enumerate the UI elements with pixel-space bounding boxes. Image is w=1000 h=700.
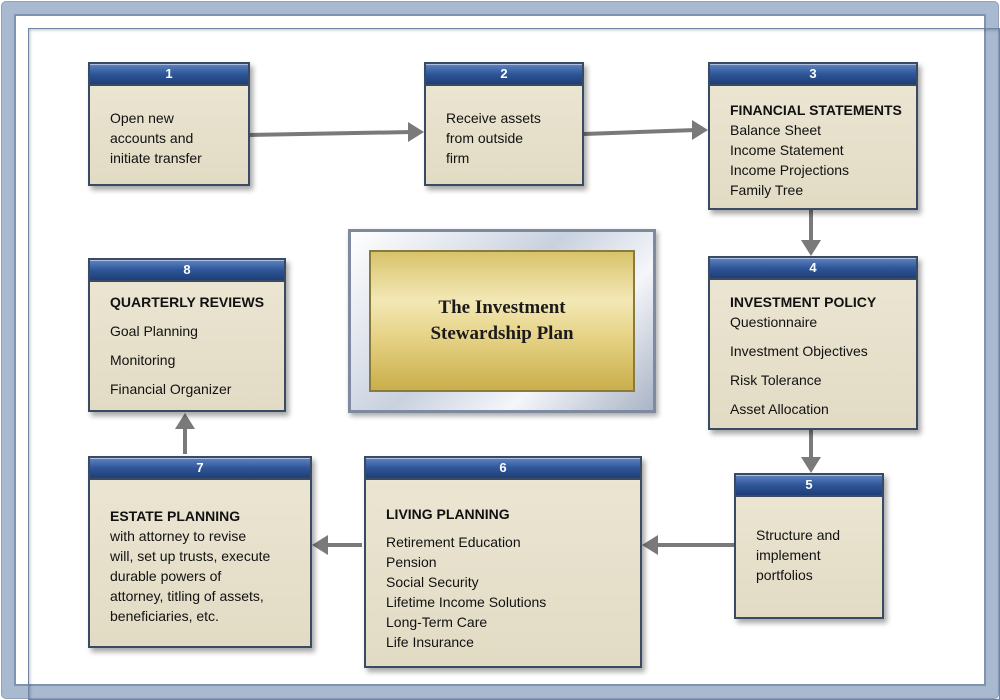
step-3-line: Income Statement	[730, 142, 844, 158]
step-4-title: INVESTMENT POLICY	[730, 294, 877, 310]
step-3-line: Income Projections	[730, 162, 850, 178]
step-4-line: Investment Objectives	[730, 343, 868, 359]
plaque-title-line-2: Stewardship Plan	[430, 323, 574, 344]
center-plaque-frame: The Investment Stewardship Plan	[348, 229, 656, 413]
step-2-box: 2 Receive assets from outside firm	[424, 62, 584, 186]
arrowhead-3-to-4	[801, 240, 821, 256]
step-3-number: 3	[710, 64, 916, 86]
step-8-box: 8 QUARTERLY REVIEWS Goal Planning Monito…	[88, 258, 286, 412]
step-8-line: Financial Organizer	[110, 381, 232, 397]
step-6-line: Lifetime Income Solutions	[386, 594, 547, 610]
plaque-title-line-1: The Investment	[438, 297, 566, 318]
step-7-line: durable powers of	[110, 568, 222, 584]
step-7-line: beneficiaries, etc.	[110, 608, 219, 624]
arrowhead-7-to-8	[175, 413, 195, 429]
arrowhead-1-to-2	[408, 122, 424, 142]
step-6-line: Pension	[386, 554, 437, 570]
arrowhead-5-to-6	[642, 535, 658, 555]
step-8-line: Goal Planning	[110, 323, 198, 339]
step-6-box: 6 LIVING PLANNING Retirement Education P…	[364, 456, 642, 668]
step-6-line: Life Insurance	[386, 634, 474, 650]
step-1-line: initiate transfer	[110, 150, 202, 166]
step-8-number: 8	[90, 260, 284, 282]
step-7-line: attorney, titling of assets,	[110, 588, 264, 604]
step-5-box: 5 Structure and implement portfolios	[734, 473, 884, 619]
step-3-title: FINANCIAL STATEMENTS	[730, 102, 902, 118]
step-6-line: Social Security	[386, 574, 479, 590]
step-5-line: implement	[756, 547, 821, 563]
step-7-line: will, set up trusts, execute	[110, 548, 271, 564]
step-3-line: Family Tree	[730, 182, 804, 198]
step-6-title: LIVING PLANNING	[386, 506, 510, 522]
step-8-line: Monitoring	[110, 352, 176, 368]
step-7-box: 7 ESTATE PLANNING with attorney to revis…	[88, 456, 312, 648]
step-7-line: with attorney to revise	[110, 528, 247, 544]
step-1-line: Open new	[110, 110, 174, 126]
step-2-line: firm	[446, 150, 470, 166]
step-7-number: 7	[90, 458, 310, 480]
step-3-line: Balance Sheet	[730, 122, 822, 138]
step-5-line: Structure and	[756, 527, 841, 543]
step-4-line: Risk Tolerance	[730, 372, 822, 388]
step-4-line: Questionnaire	[730, 314, 818, 330]
step-3-box: 3 FINANCIAL STATEMENTS Balance Sheet Inc…	[708, 62, 918, 210]
arrowhead-6-to-7	[312, 535, 328, 555]
step-6-line: Long-Term Care	[386, 614, 488, 630]
arrow-1-to-2	[249, 130, 413, 137]
step-2-line: from outside	[446, 130, 524, 146]
step-6-line: Retirement Education	[386, 534, 521, 550]
step-5-line: portfolios	[756, 567, 813, 583]
step-8-title: QUARTERLY REVIEWS	[110, 294, 265, 310]
step-1-box: 1 Open new accounts and initiate transfe…	[88, 62, 250, 186]
step-5-number: 5	[736, 475, 882, 497]
step-7-title: ESTATE PLANNING	[110, 508, 241, 524]
step-1-number: 1	[90, 64, 248, 86]
center-plaque: The Investment Stewardship Plan	[369, 250, 635, 392]
step-1-line: accounts and	[110, 130, 194, 146]
arrowhead-4-to-5	[801, 457, 821, 473]
arrowhead-2-to-3	[692, 120, 708, 140]
step-6-number: 6	[366, 458, 640, 480]
step-2-line: Receive assets	[446, 110, 541, 126]
step-4-number: 4	[710, 258, 916, 280]
arrow-2-to-3	[583, 128, 697, 136]
step-4-box: 4 INVESTMENT POLICY Questionnaire Invest…	[708, 256, 918, 430]
step-2-number: 2	[426, 64, 582, 86]
step-4-line: Asset Allocation	[730, 401, 829, 417]
